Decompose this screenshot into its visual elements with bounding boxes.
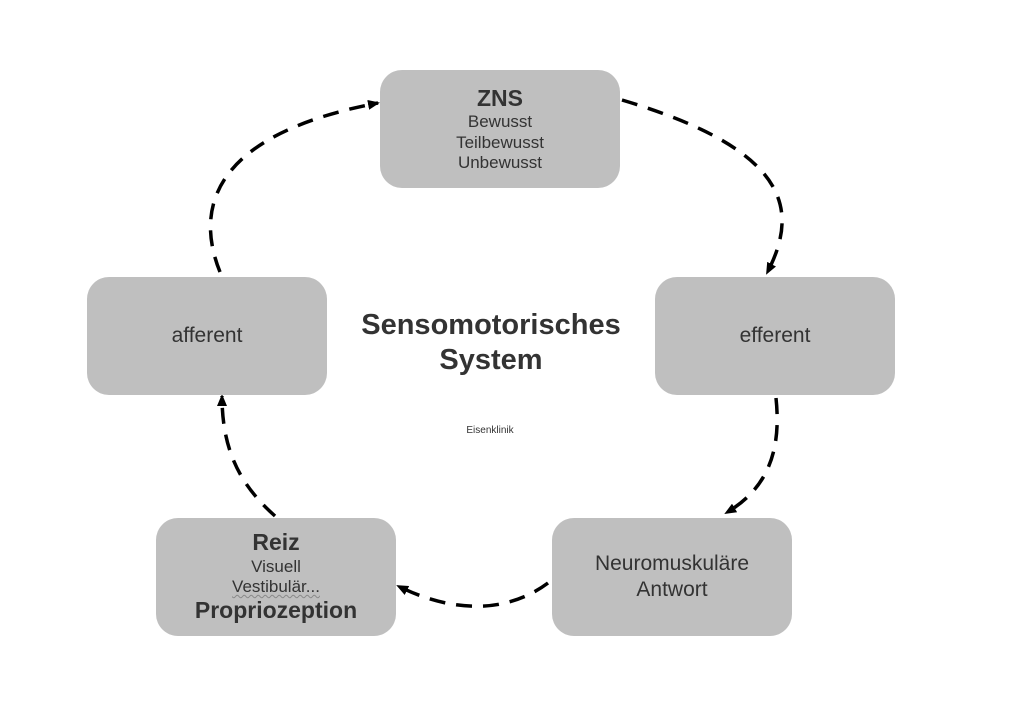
center-title: Sensomotorisches System bbox=[330, 308, 652, 379]
watermark-text: Eisenklinik bbox=[466, 425, 514, 436]
node-afferent: afferent bbox=[87, 277, 327, 395]
node-neuro-line1: Neuromuskuläre bbox=[594, 551, 750, 575]
node-reiz-line-visuell: Visuell bbox=[251, 556, 301, 576]
node-afferent-label: afferent bbox=[171, 323, 243, 347]
node-reiz-line-vestibular: Vestibulär... bbox=[232, 577, 320, 596]
arrow-afferent-to-zns bbox=[208, 99, 380, 273]
node-zns-line-unbewusst: Unbewusst bbox=[457, 152, 543, 172]
center-title-line1: Sensomotorisches bbox=[361, 309, 621, 341]
node-zns-title: ZNS bbox=[477, 84, 523, 111]
node-reiz-title: Reiz bbox=[252, 529, 300, 556]
node-reiz-line-propriozeption: Propriozeption bbox=[194, 597, 358, 624]
arrow-neuro-to-reiz bbox=[396, 581, 550, 608]
node-efferent: efferent bbox=[655, 277, 895, 395]
node-neuro-line2: Antwort bbox=[636, 578, 708, 601]
node-neuromuskulaere-antwort: Neuromuskuläre Antwort bbox=[552, 518, 792, 636]
arrow-zns-to-efferent bbox=[621, 98, 784, 275]
center-title-line2: System bbox=[439, 344, 543, 377]
node-zns-line-bewusst: Bewusst bbox=[467, 112, 533, 132]
node-efferent-label: efferent bbox=[739, 323, 811, 347]
arrow-reiz-to-afferent bbox=[217, 394, 277, 518]
node-zns-line-teilbewusst: Teilbewusst bbox=[456, 132, 544, 152]
node-zns: ZNS Bewusst Teilbewusst Unbewusst bbox=[380, 70, 620, 188]
arrow-efferent-to-neuro bbox=[724, 397, 779, 515]
node-reiz: Reiz Visuell Vestibulär... Propriozeptio… bbox=[156, 518, 396, 636]
